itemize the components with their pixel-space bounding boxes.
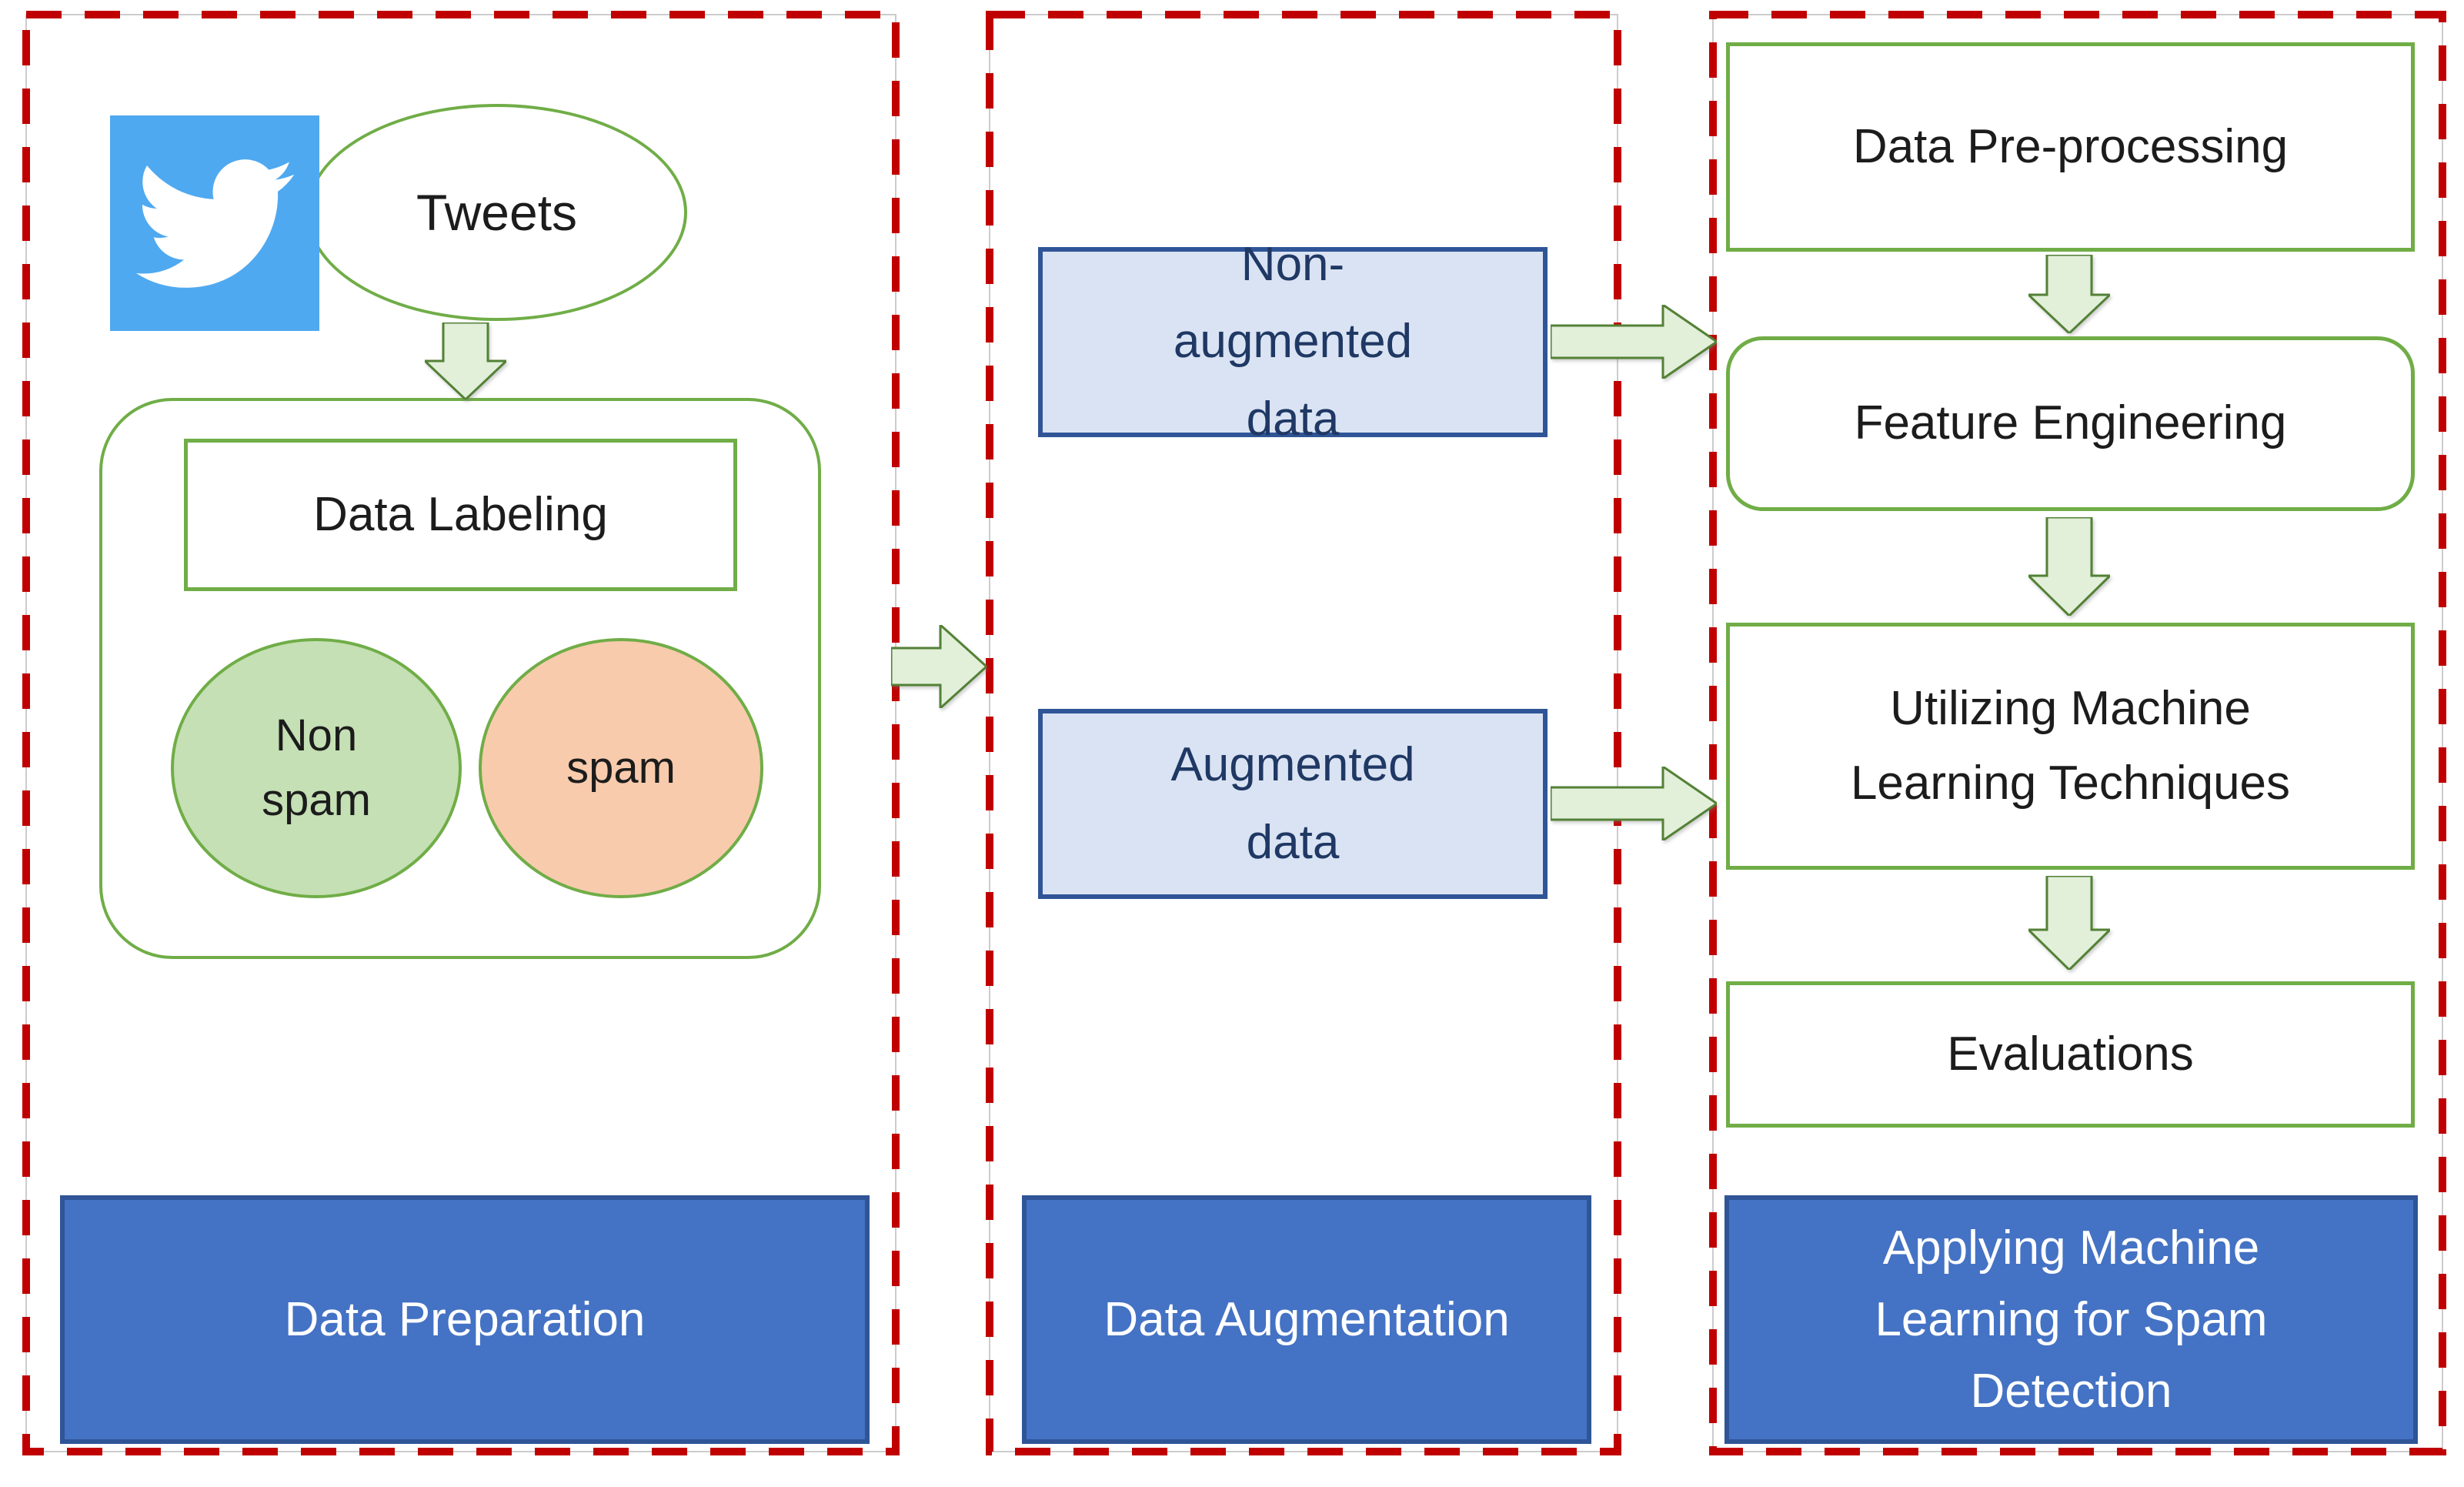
data-labeling-box: Data Labeling — [184, 439, 737, 591]
banner-applying-ml-label: Applying Machine Learning for Spam Detec… — [1875, 1221, 2268, 1418]
non-spam-circle: Non spam — [171, 638, 462, 898]
spam-label: spam — [566, 742, 676, 793]
banner-data-preparation-label: Data Preparation — [284, 1293, 646, 1346]
down-arrow-icon — [2028, 255, 2110, 333]
non-spam-label: Non spam — [262, 710, 371, 825]
down-arrow-icon — [425, 322, 506, 399]
step-data-pre-processing: Data Pre-processing — [1726, 42, 2415, 252]
panel-data-preparation: Tweets Data Labeling Non spam spam — [22, 11, 900, 1455]
step-evaluations: Evaluations — [1726, 981, 2415, 1128]
banner-applying-ml: Applying Machine Learning for Spam Detec… — [1724, 1195, 2418, 1444]
twitter-bird-icon — [135, 159, 294, 288]
non-augmented-data-box: Non-augmented data — [1038, 238, 1548, 446]
step-utilizing-ml-techniques-label: Utilizing Machine Learning Techniques — [1850, 682, 2291, 810]
step-data-pre-processing-label: Data Pre-processing — [1852, 119, 2289, 173]
down-arrow-icon — [2028, 517, 2110, 616]
panel-data-augmentation: Non-augmented data Augmented data Data A… — [986, 11, 1621, 1455]
augmented-data-box: Augmented data — [1038, 709, 1548, 899]
right-arrow-icon — [1551, 305, 1717, 379]
down-arrow-icon — [2028, 876, 2110, 970]
data-labeling-label: Data Labeling — [313, 487, 608, 541]
step-feature-engineering: Feature Engineering — [1726, 336, 2415, 511]
tweets-ellipse: Tweets — [306, 104, 687, 321]
labeling-container: Data Labeling Non spam spam — [99, 398, 821, 959]
twitter-icon — [110, 115, 319, 331]
tweets-label: Tweets — [416, 184, 578, 241]
step-feature-engineering-label: Feature Engineering — [1854, 396, 2287, 450]
spam-circle: spam — [479, 638, 763, 898]
non-augmented-data-label: Non-augmented data — [1173, 237, 1413, 446]
banner-data-preparation: Data Preparation — [60, 1195, 870, 1444]
banner-data-augmentation-label: Data Augmentation — [1103, 1293, 1510, 1346]
banner-data-augmentation: Data Augmentation — [1022, 1195, 1591, 1444]
step-evaluations-label: Evaluations — [1947, 1027, 2194, 1081]
augmented-data-label: Augmented data — [1170, 738, 1415, 869]
right-arrow-icon — [891, 625, 987, 708]
panel-applying-ml: Data Pre-processing Feature Engineering … — [1709, 11, 2446, 1455]
right-arrow-icon — [1551, 767, 1717, 840]
step-utilizing-ml-techniques: Utilizing Machine Learning Techniques — [1726, 623, 2415, 870]
